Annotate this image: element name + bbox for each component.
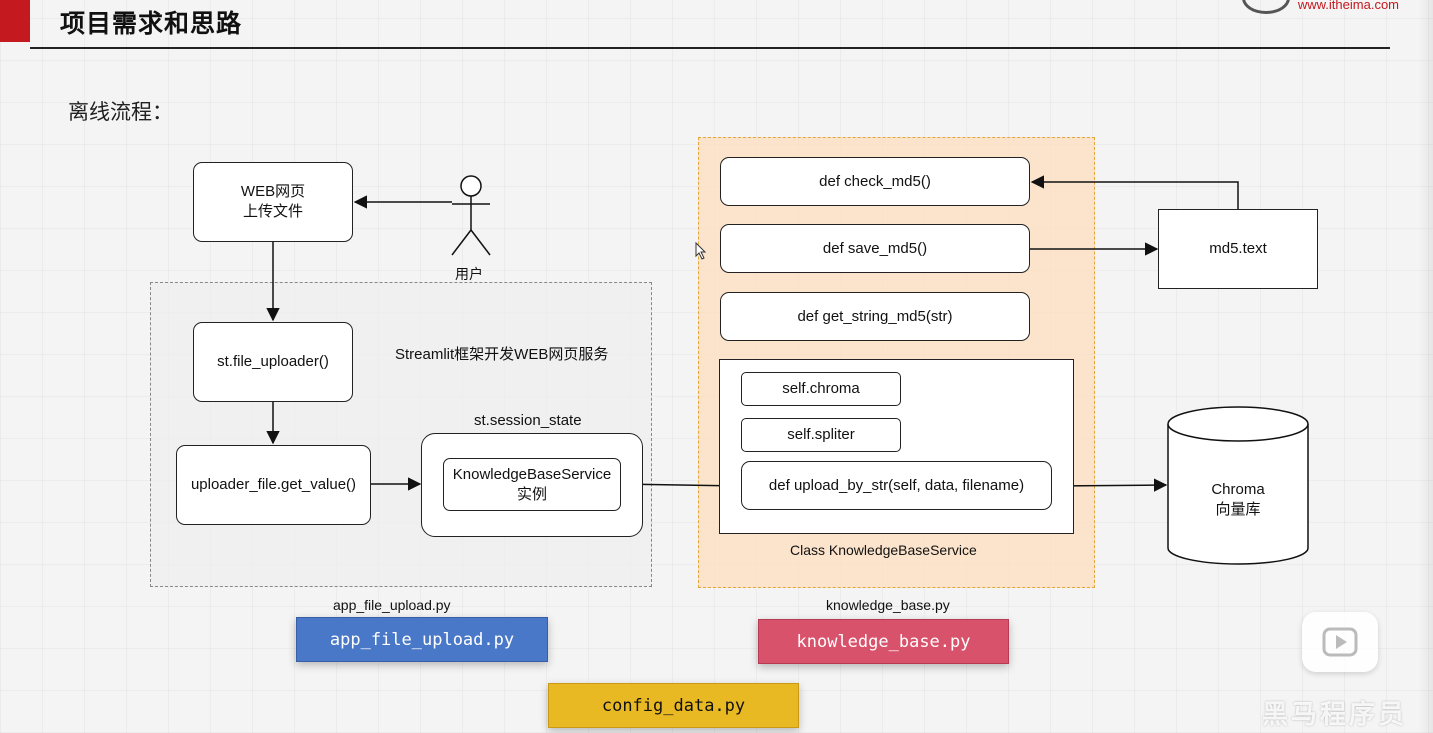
self-spliter-label: self.spliter bbox=[787, 426, 855, 443]
kb-file-tag: knowledge_base.py bbox=[758, 619, 1009, 664]
kb-class-label: Class KnowledgeBaseService bbox=[790, 542, 977, 558]
video-play-button[interactable] bbox=[1302, 612, 1378, 672]
chroma-label-line2: 向量库 bbox=[1215, 501, 1261, 518]
get-value-node: uploader_file.get_value() bbox=[176, 445, 371, 525]
app-file-tag: app_file_upload.py bbox=[296, 617, 548, 662]
check-md5-label: def check_md5() bbox=[819, 172, 931, 190]
get-string-md5-label: def get_string_md5(str) bbox=[797, 307, 953, 325]
get-string-md5-node: def get_string_md5(str) bbox=[720, 292, 1030, 341]
page-title: 项目需求和思路 bbox=[60, 9, 243, 38]
self-chroma-label: self.chroma bbox=[782, 380, 860, 397]
logo-url: www.itheima.com bbox=[1297, 0, 1399, 12]
web-upload-line2: 上传文件 bbox=[242, 203, 303, 220]
streamlit-caption: Streamlit框架开发WEB网页服务 bbox=[395, 346, 609, 363]
upload-by-str-label: def upload_by_str(self, data, filename) bbox=[768, 476, 1025, 494]
chroma-label: Chroma 向量库 bbox=[1168, 480, 1308, 520]
config-file-tag: config_data.py bbox=[548, 683, 799, 728]
file-uploader-node: st.file_uploader() bbox=[193, 322, 353, 402]
watermark-text: 黑马程序员 bbox=[1261, 700, 1407, 730]
get-value-label: uploader_file.get_value() bbox=[190, 476, 357, 493]
session-state-label: st.session_state bbox=[474, 412, 582, 429]
check-md5-node: def check_md5() bbox=[720, 157, 1030, 206]
web-group-file-label: app_file_upload.py bbox=[333, 597, 451, 613]
user-stick-figure-icon bbox=[451, 175, 491, 256]
web-upload-line1: WEB网页 bbox=[240, 183, 306, 200]
upload-by-str-node: def upload_by_str(self, data, filename) bbox=[741, 461, 1052, 510]
md5-text-label: md5.text bbox=[1209, 240, 1267, 257]
kb-instance-node: KnowledgeBaseService 实例 bbox=[443, 458, 621, 511]
save-md5-label: def save_md5() bbox=[822, 239, 928, 257]
chroma-label-line1: Chroma bbox=[1211, 481, 1265, 498]
kb-instance-line2: 实例 bbox=[516, 485, 547, 503]
play-icon bbox=[1322, 627, 1358, 657]
kb-group-file-label: knowledge_base.py bbox=[826, 597, 950, 613]
save-md5-node: def save_md5() bbox=[720, 224, 1030, 273]
section-label: 离线流程： bbox=[68, 100, 173, 124]
web-upload-node: WEB网页 上传文件 bbox=[193, 162, 353, 242]
mouse-cursor-icon bbox=[695, 241, 707, 260]
header-red-block bbox=[0, 0, 30, 42]
right-edge-shade bbox=[1418, 0, 1433, 733]
kb-instance-line1: KnowledgeBaseService bbox=[452, 465, 612, 483]
self-chroma-node: self.chroma bbox=[741, 372, 901, 406]
title-divider bbox=[30, 47, 1390, 49]
chroma-database-icon bbox=[1167, 406, 1309, 565]
self-spliter-node: self.spliter bbox=[741, 418, 901, 452]
md5-text-node: md5.text bbox=[1158, 209, 1318, 289]
file-uploader-label: st.file_uploader() bbox=[217, 353, 329, 370]
actor-label: 用户 bbox=[455, 266, 483, 282]
arrow-md5file-to-check bbox=[1030, 175, 1239, 209]
